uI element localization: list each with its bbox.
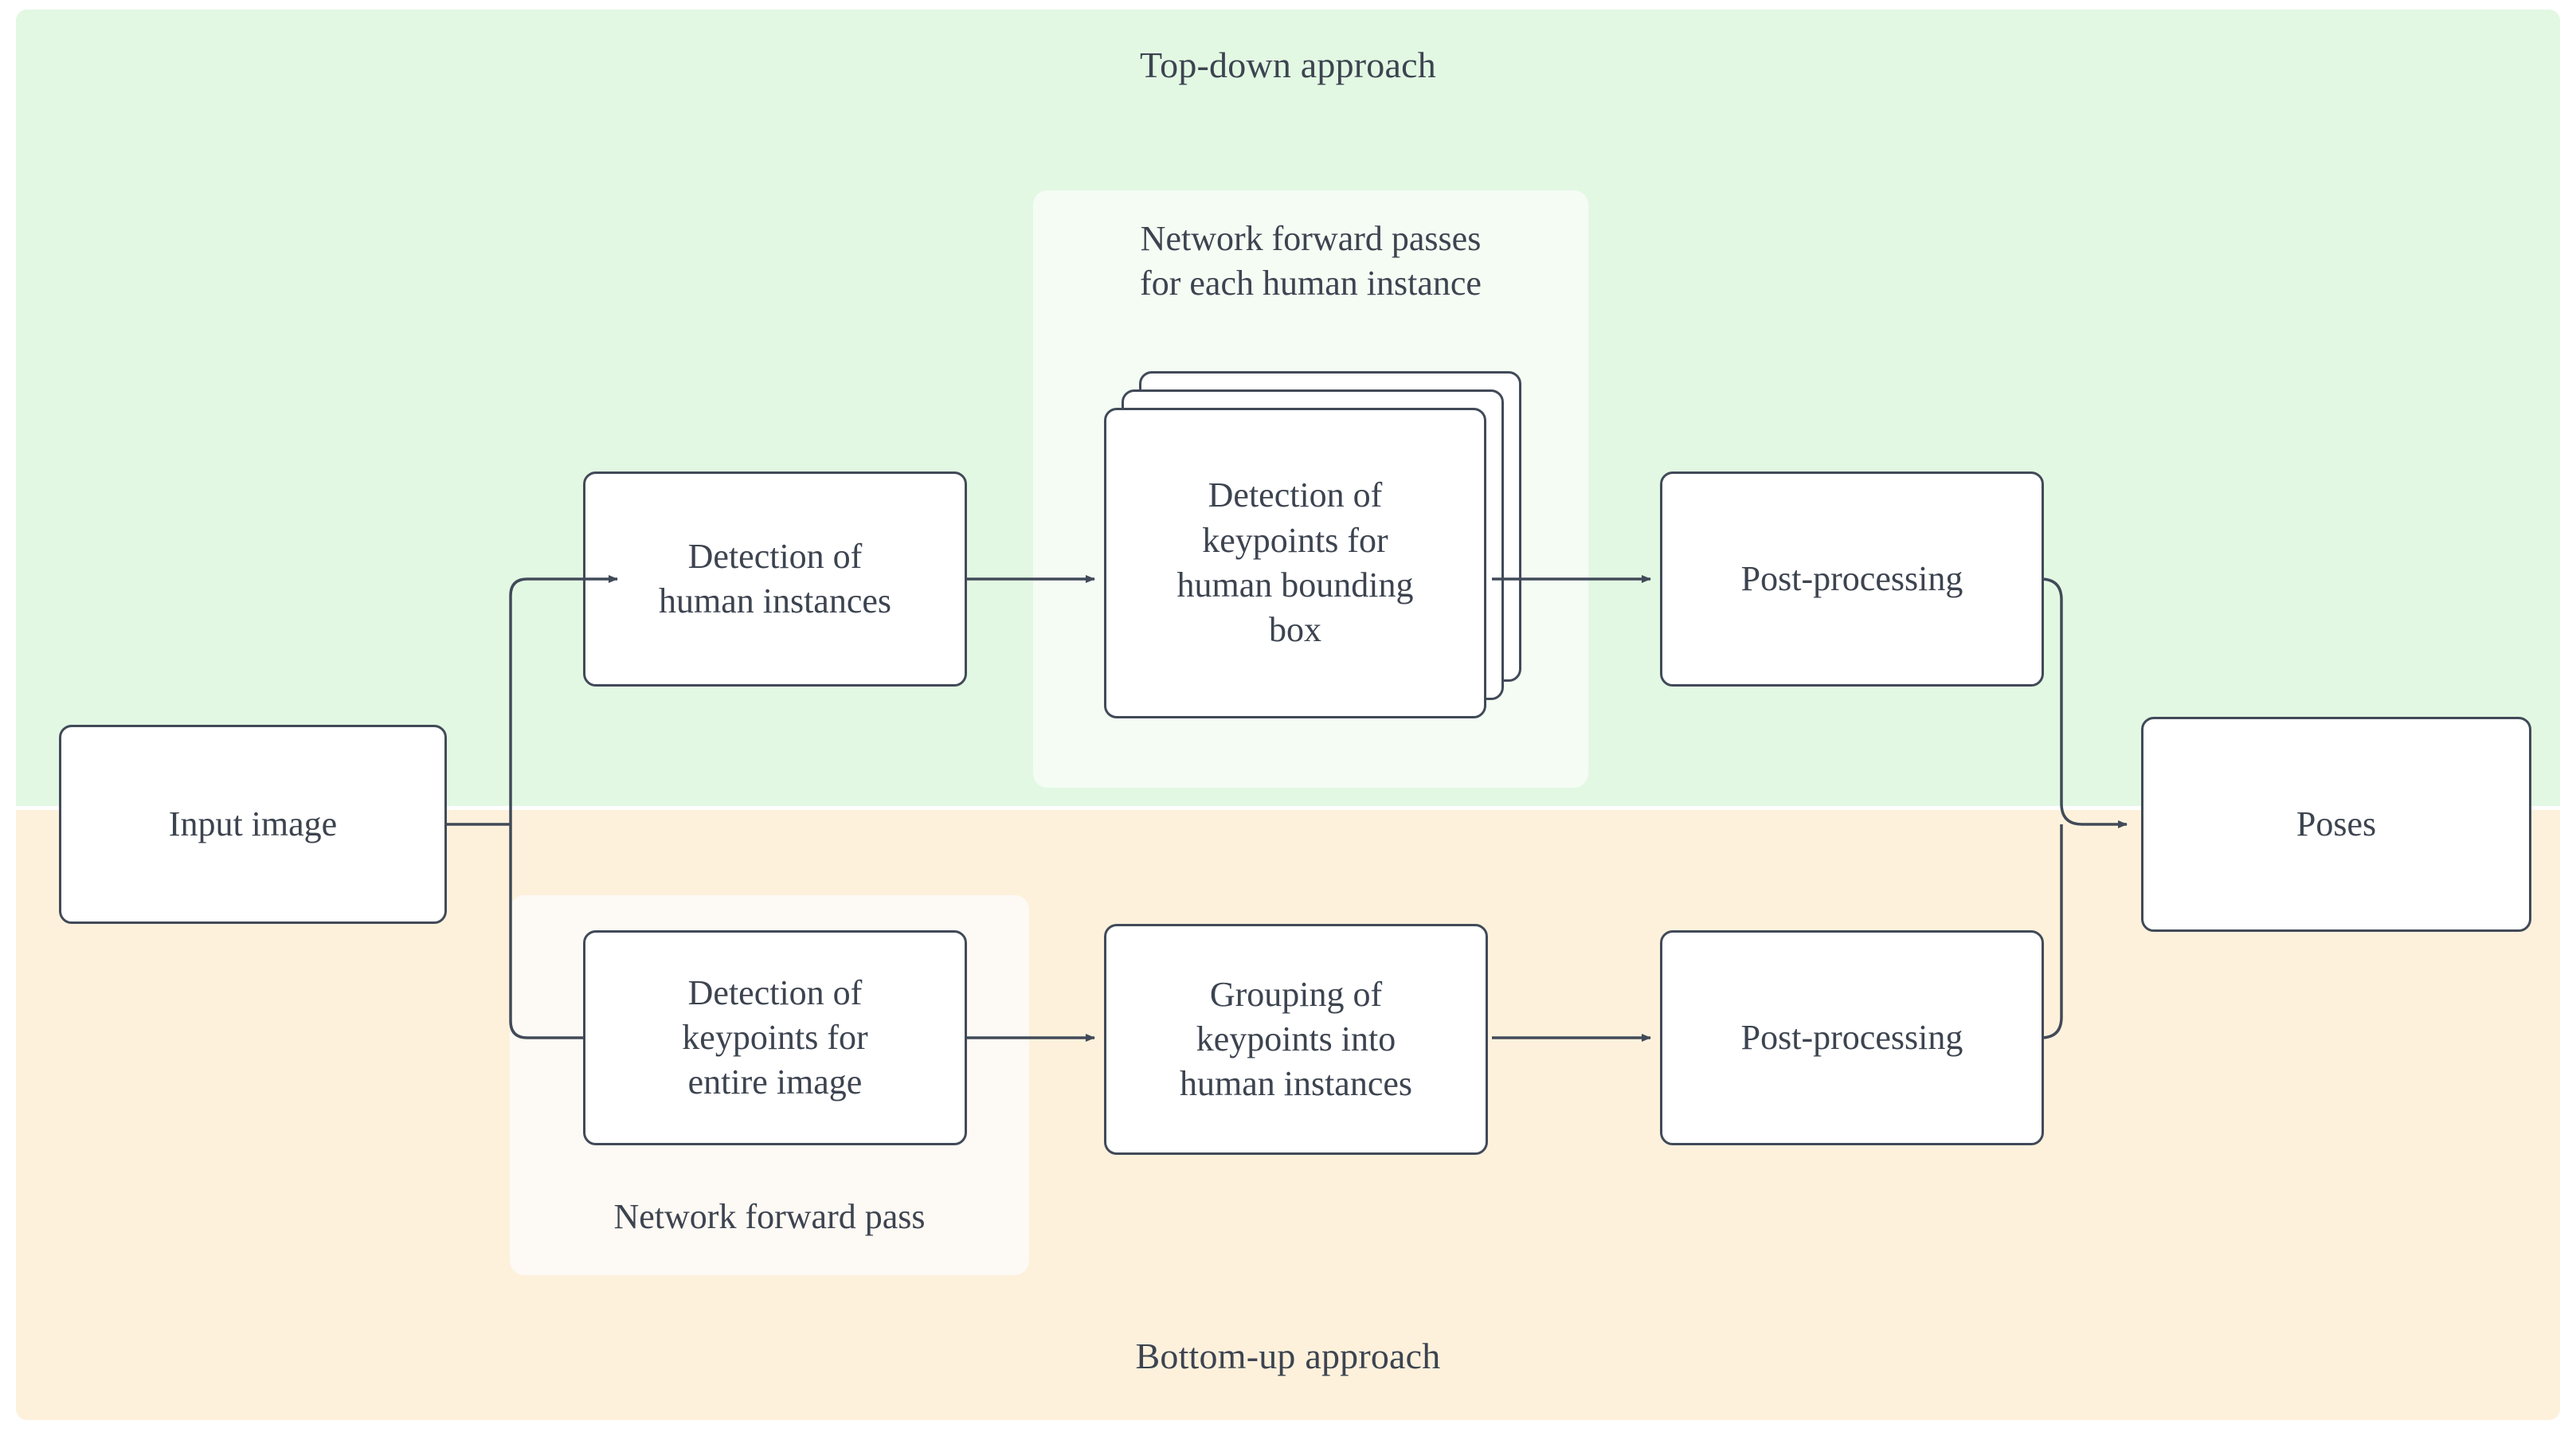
top-down-approach-title: Top-down approach [1140,45,1436,85]
node-detection-of-keypoints-for-human-bounding-box[interactable]: Detection of keypoints for human boundin… [1104,408,1486,718]
node-post-processing-top[interactable]: Post-processing [1660,471,2044,687]
node-input-image[interactable]: Input image [59,725,447,924]
network-forward-pass-label: Network forward pass [613,1197,926,1236]
node-detection-of-keypoints-for-entire-image[interactable]: Detection of keypoints for entire image [583,930,967,1145]
node-grouping-of-keypoints-into-human-instances[interactable]: Grouping of keypoints into human instanc… [1104,924,1488,1155]
node-post-processing-bottom[interactable]: Post-processing [1660,930,2044,1145]
node-detection-of-human-instances[interactable]: Detection of human instances [583,471,967,687]
node-poses[interactable]: Poses [2141,717,2531,932]
network-forward-passes-label: Network forward passes for each human in… [1140,219,1482,303]
bottom-up-approach-title: Bottom-up approach [1135,1336,1441,1376]
